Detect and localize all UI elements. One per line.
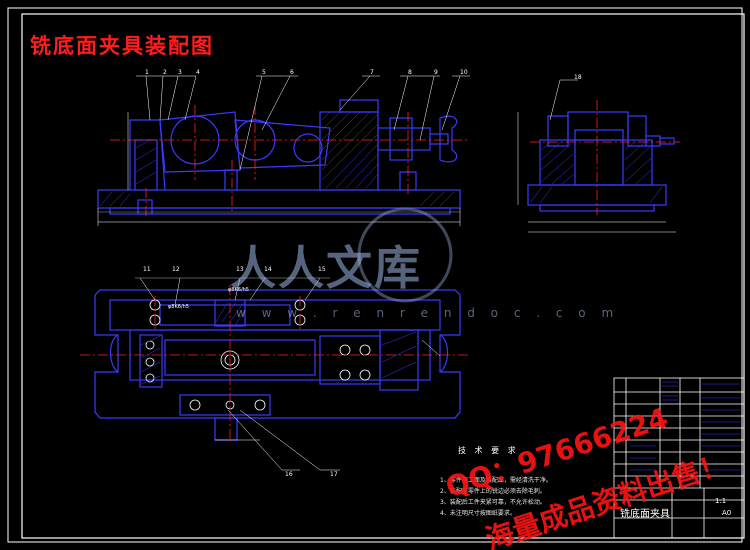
side-centerlines	[530, 100, 680, 215]
tech-requirements-heading: 技 术 要 求	[458, 446, 519, 455]
part-label: 7	[370, 69, 374, 76]
front-dimensions	[97, 75, 470, 226]
drawing-title: 铣底面夹具装配图	[30, 34, 214, 58]
part-label: 18	[574, 74, 582, 81]
front-view	[97, 99, 461, 215]
part-label: 8	[408, 69, 412, 76]
part-label: 15	[318, 266, 326, 273]
outer-frame	[7, 7, 743, 543]
part-label: 17	[330, 471, 338, 478]
watermark-ring	[357, 207, 453, 303]
watermark-brand: 人人文库	[230, 241, 422, 295]
title-block-sheet: A0	[722, 509, 732, 517]
parts-list-fill	[630, 381, 740, 471]
part-label: 16	[285, 471, 293, 478]
front-centerlines	[110, 105, 470, 218]
part-label: 6	[290, 69, 294, 76]
side-view-hatch	[529, 141, 663, 204]
part-label: 9	[434, 69, 438, 76]
inner-frame	[21, 13, 745, 539]
fit-annotation: φ8K6/h5	[168, 304, 189, 310]
title-block-scale: 1:1	[715, 497, 727, 505]
part-label: 3	[178, 69, 182, 76]
top-centerlines	[80, 285, 470, 440]
front-view-hatch	[99, 111, 455, 207]
tech-requirement-line: 3、装配后工件夹紧可靠，不允许松动。	[440, 499, 546, 506]
tech-requirement-line: 2、装配前零件上的锐边必须去除毛刺。	[440, 488, 546, 495]
side-dimensions	[517, 79, 676, 233]
part-label: 11	[143, 266, 151, 273]
part-label: 14	[264, 266, 272, 273]
part-label: 2	[163, 69, 167, 76]
side-view	[527, 111, 675, 212]
top-dimensions	[135, 277, 441, 471]
tech-requirement-line: 1、零件加工面及装配面，需经清洗干净。	[440, 477, 552, 484]
part-label: 13	[236, 266, 244, 273]
title-block	[613, 377, 745, 539]
part-label: 4	[196, 69, 200, 76]
part-label: 5	[262, 69, 266, 76]
part-label: 12	[172, 266, 180, 273]
tech-requirement-line: 4、未注明尺寸按图纸要求。	[440, 510, 516, 517]
top-view-hatch	[140, 301, 417, 385]
part-label: 10	[460, 69, 468, 76]
watermark-url: w w w . r e n r e n d o c . c o m	[236, 306, 620, 320]
fit-annotation: φ8K6/h5	[228, 287, 249, 293]
title-block-drawing-name: 铣底面夹具	[620, 509, 670, 520]
part-label: 1	[145, 69, 149, 76]
